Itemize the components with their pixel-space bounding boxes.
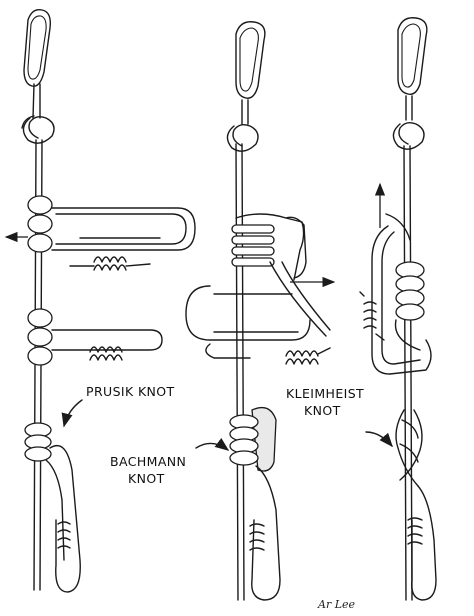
bachmann-knot-lower <box>229 406 281 601</box>
bachmann-knot-label-line2: KNOT <box>128 471 165 486</box>
prusik-loop-upper <box>27 195 196 271</box>
artist-signature: Ar Lee <box>317 598 356 611</box>
prusik-pointer-arrow <box>61 399 83 428</box>
prusik-loop-lower <box>27 308 163 366</box>
prusik-illustration <box>4 9 196 593</box>
carabiner-right <box>397 17 428 95</box>
figure-eight-knot-left <box>21 115 55 144</box>
carabiner-middle <box>235 21 266 99</box>
prusik-knot-label: PRUSIK KNOT <box>86 384 175 399</box>
carabiner-left <box>23 9 52 87</box>
kleimheist-illustration <box>359 17 437 601</box>
figure-eight-knot-middle <box>226 123 259 152</box>
kleimheist-knot-label-line1: KLEIMHEIST <box>286 386 364 401</box>
kleimheist-pointer-arrow <box>365 431 393 448</box>
kleimheist-knot-upper <box>359 213 432 375</box>
bachmann-knot-upper <box>185 213 331 365</box>
prusik-bottom-coil <box>24 422 81 593</box>
bachmann-illustration <box>185 21 336 601</box>
bachmann-knot-label-line1: BACHMANN <box>110 454 186 469</box>
kleimheist-knot-lower <box>395 409 437 601</box>
kleimheist-knot-label-line2: KNOT <box>304 403 341 418</box>
bachmann-pointer-arrow <box>195 437 230 451</box>
main-rope-right <box>403 95 413 601</box>
main-rope-middle <box>235 99 249 601</box>
figure-eight-knot-right <box>392 121 425 150</box>
